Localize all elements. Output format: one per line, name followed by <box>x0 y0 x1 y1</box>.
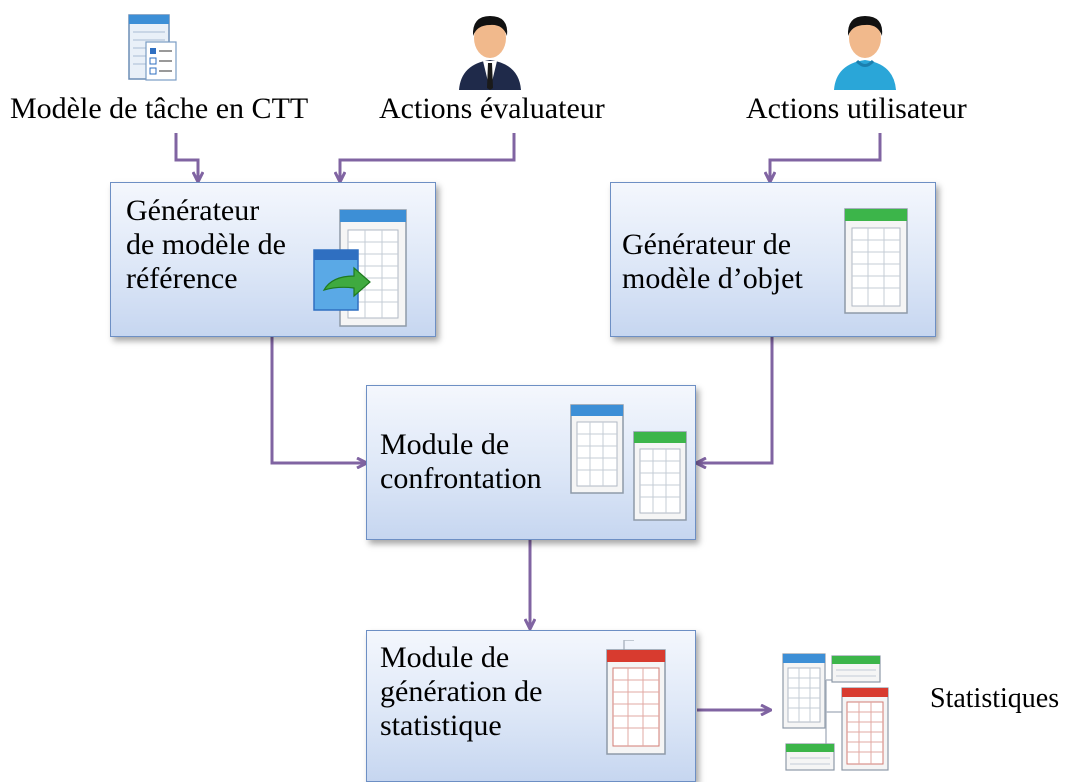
confrontation-text: Module de confrontation <box>380 428 542 496</box>
arrow-task-to-reference <box>174 133 198 181</box>
reference-generator-text: Générateur de modèle de référence <box>126 194 286 296</box>
statistics-generator-text: Module de génération de statistique <box>380 641 542 743</box>
confrontation-line-2: confrontation <box>380 462 542 495</box>
reference-generator-line-2: de modèle de <box>126 228 286 261</box>
statistics-label: Statistiques <box>930 683 1060 714</box>
object-model-icon <box>842 206 912 323</box>
evaluator-actions-label: Actions évaluateur <box>379 92 605 125</box>
object-generator-text: Générateur de modèle d’objet <box>622 228 803 296</box>
statistics-generator-line-3: statistique <box>380 709 502 742</box>
statistics-generator-line-1: Module de <box>380 641 510 674</box>
arrow-user-to-object <box>770 133 882 181</box>
reference-generator-line-1: Générateur <box>126 194 260 227</box>
task-model-label: Modèle de tâche en CTT <box>10 92 309 125</box>
statistics-table-icon <box>604 639 670 763</box>
reference-model-icon <box>310 206 410 335</box>
arrow-evaluator-to-reference <box>340 133 516 181</box>
confrontation-line-1: Module de <box>380 428 510 461</box>
object-generator-line-2: modèle d’objet <box>622 262 803 295</box>
arrow-object-to-confrontation <box>697 337 774 463</box>
user-person-icon <box>830 8 900 95</box>
reference-generator-line-3: référence <box>126 262 238 295</box>
statistics-generator-line-2: génération de <box>380 675 543 708</box>
evaluator-person-icon <box>455 8 525 95</box>
task-list-icon <box>126 12 178 89</box>
statistics-output-icon <box>780 650 892 779</box>
user-actions-label: Actions utilisateur <box>746 92 967 125</box>
object-generator-line-1: Générateur de <box>622 228 792 261</box>
arrow-reference-to-confrontation <box>270 337 366 463</box>
confrontation-models-icon <box>568 402 690 531</box>
